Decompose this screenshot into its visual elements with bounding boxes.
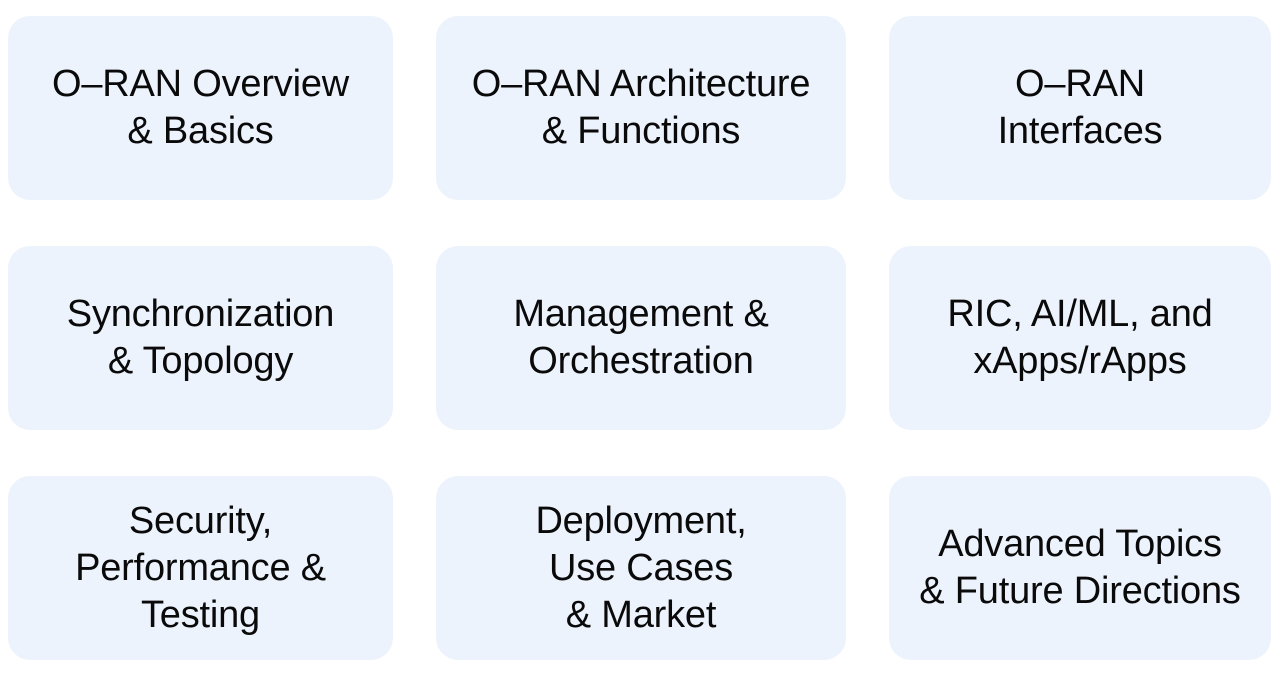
topic-card-label: O–RAN Overview & Basics [51, 63, 350, 152]
topic-card-label: RIC, AI/ML, and xApps/rApps [947, 293, 1213, 382]
topic-card-oran-overview-basics[interactable]: O–RAN Overview & Basics [8, 16, 393, 200]
topic-card-ric-aiml-xapps-rapps[interactable]: RIC, AI/ML, and xApps/rApps [889, 246, 1271, 430]
topic-card-label: Advanced Topics & Future Directions [919, 523, 1241, 612]
topic-card-synchronization-topology[interactable]: Synchronization & Topology [8, 246, 393, 430]
topic-card-advanced-topics-future-directions[interactable]: Advanced Topics & Future Directions [889, 476, 1271, 660]
topic-card-label: Deployment, Use Cases & Market [535, 499, 747, 636]
topic-card-security-performance-testing[interactable]: Security, Performance & Testing [8, 476, 393, 660]
topic-card-label: Synchronization & Topology [66, 293, 335, 382]
topic-card-management-orchestration[interactable]: Management & Orchestration [436, 246, 846, 430]
topic-card-oran-architecture-functions[interactable]: O–RAN Architecture & Functions [436, 16, 846, 200]
topic-card-deployment-use-cases-market[interactable]: Deployment, Use Cases & Market [436, 476, 846, 660]
topic-card-label: Management & Orchestration [513, 293, 769, 382]
topic-card-label: Security, Performance & Testing [75, 499, 326, 636]
topic-card-label: O–RAN Architecture & Functions [471, 63, 811, 152]
topic-card-label: O–RAN Interfaces [997, 63, 1163, 152]
topic-card-oran-interfaces[interactable]: O–RAN Interfaces [889, 16, 1271, 200]
